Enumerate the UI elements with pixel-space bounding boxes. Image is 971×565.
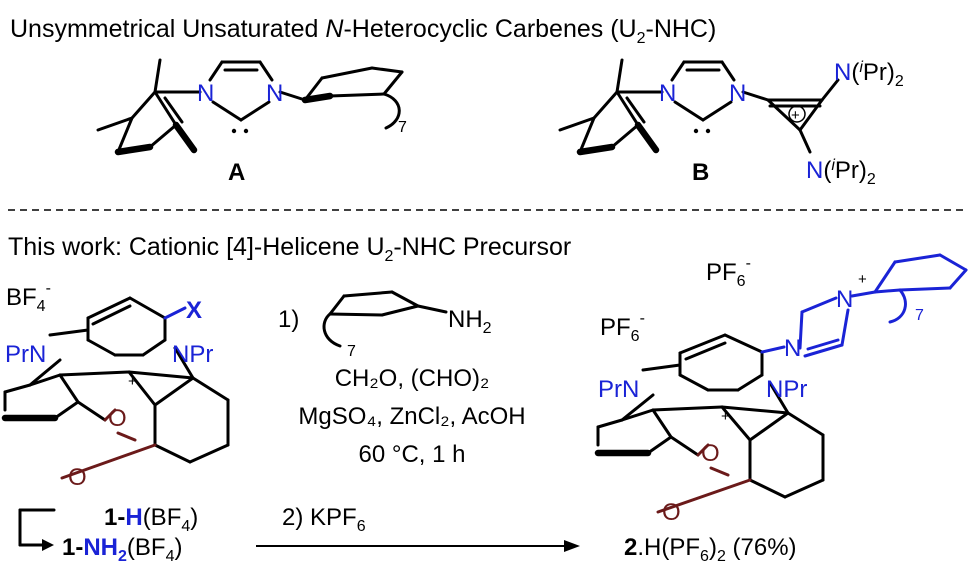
reagents-line-1: CH₂O, (CHO)₂	[335, 365, 490, 392]
sm-n-right: NPr	[172, 341, 213, 368]
product-oxygen-2: O	[662, 499, 681, 526]
compound-a-n1: N	[197, 80, 214, 107]
product-imidazolium-structure	[798, 253, 968, 358]
product-n-right: NPr	[766, 376, 807, 403]
reaction-arrow	[256, 540, 580, 552]
compound-b-structure	[558, 58, 840, 156]
compound-b-label: B	[692, 159, 709, 186]
reagents-line-3: 60 °C, 1 h	[359, 441, 466, 468]
sm-n-left: PrN	[5, 341, 46, 368]
sm-oxygen-2: O	[68, 464, 87, 491]
substrate-1-h: 1-H(BF4)	[104, 504, 198, 535]
product-oxygen-1: O	[701, 440, 720, 467]
sm-charge: +	[128, 373, 137, 390]
cyclooctylamine-structure	[322, 290, 448, 348]
product-imidazolium-n-plus: N	[836, 286, 853, 313]
product-charge: +	[721, 408, 730, 425]
sm-helicene-structure	[1, 296, 230, 480]
product-counterion-left: PF6-	[600, 310, 645, 345]
sm-substituent-x: X	[186, 297, 202, 324]
compound-a-label: A	[228, 159, 245, 186]
product-counterion-top: PF6-	[706, 255, 751, 290]
step-1-label: 1)	[278, 306, 299, 333]
product-imidazolium-n: N	[784, 335, 801, 362]
compound-b-amine-top: N(iPr)2	[834, 59, 904, 90]
product-ring-count: 7	[915, 307, 924, 324]
sm-counterion: BF4-	[6, 280, 51, 315]
product-label: 2.H(PF6)2 (76%)	[624, 534, 797, 565]
amine-label: NH2	[448, 306, 492, 337]
compound-b-charge: +	[791, 107, 800, 124]
compound-b-amine-bottom: N(iPr)2	[806, 157, 876, 188]
header-title: Unsymmetrical Unsaturated N-Heterocyclic…	[10, 15, 716, 47]
this-work-title: This work: Cationic [4]-Helicene U2-NHC …	[8, 233, 571, 265]
product-imidazolium-charge: +	[858, 271, 867, 288]
product-helicene-structure	[594, 333, 825, 514]
compound-a-ring-count: 7	[398, 119, 407, 136]
compound-a-structure	[96, 58, 404, 156]
reagents-line-2: MgSO₄, ZnCl₂, AcOH	[298, 403, 525, 430]
compound-b-n2: N	[729, 80, 746, 107]
sm-oxygen-1: O	[108, 405, 127, 432]
substrate-1-nh2: 1-NH2(BF4)	[62, 534, 183, 565]
product-n-left: PrN	[598, 376, 639, 403]
compound-a-n2: N	[266, 80, 283, 107]
amine-ring-count: 7	[347, 343, 356, 360]
step-2-label: 2) KPF6	[282, 504, 366, 535]
compound-b-n1: N	[659, 80, 676, 107]
substrate-conversion-arrow	[18, 508, 56, 551]
